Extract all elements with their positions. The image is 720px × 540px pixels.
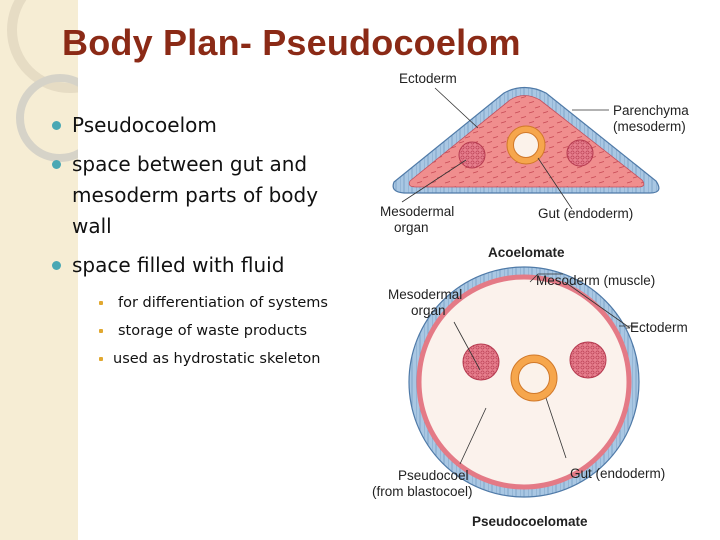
label-ectoderm: Ectoderm	[630, 320, 688, 335]
bullet-text: Pseudocoelom	[72, 113, 217, 137]
acoelomate-gut	[506, 125, 546, 165]
sub-bullet-item: storage of waste products	[52, 317, 362, 345]
acoelomate-diagram: Ectoderm Parenchyma (mesoderm) Mesoderma…	[380, 71, 689, 260]
caption-pseudocoelomate: Pseudocoelomate	[472, 514, 588, 529]
label-pseudocoel-origin: (from blastocoel)	[372, 484, 473, 499]
label-mesodermal-organ-2: organ	[411, 303, 446, 318]
label-gut: Gut (endoderm)	[570, 466, 665, 481]
pseudocoelomate-mesodermal-organ	[462, 341, 607, 381]
body-plan-diagram: Ectoderm Parenchyma (mesoderm) Mesoderma…	[372, 71, 689, 529]
pseudocoelomate-gut	[510, 354, 558, 402]
label-mesoderm-muscle: Mesoderm (muscle)	[536, 273, 655, 288]
label-parenchyma: Parenchyma	[613, 103, 689, 118]
label-mesodermal-organ-2: organ	[394, 220, 429, 235]
label-mesodermal-organ: Mesodermal	[380, 204, 454, 219]
label-pseudocoel: Pseudocoel	[398, 468, 469, 483]
bullet-list: Pseudocoelom space between gut and mesod…	[52, 110, 362, 373]
bullet-text: space between gut and mesoderm parts of …	[72, 152, 319, 238]
sub-bullet-item: used as hydrostatic skeleton	[52, 345, 362, 373]
pseudocoelomate-diagram: Mesodermal organ Mesoderm (muscle) Ectod…	[372, 266, 688, 529]
label-ectoderm: Ectoderm	[399, 71, 457, 86]
sub-bullet-text: storage of waste products	[118, 323, 308, 339]
acoelomate-leader-lines	[401, 87, 609, 210]
bullet-dot-icon	[52, 121, 61, 130]
sub-bullet-dot-icon	[99, 301, 103, 305]
sub-bullet-dot-icon	[99, 329, 103, 333]
bullet-dot-icon	[52, 261, 61, 270]
label-gut: Gut (endoderm)	[538, 206, 633, 221]
decorative-rings	[7, 0, 78, 162]
bullet-item: space between gut and mesoderm parts of …	[52, 149, 362, 242]
sub-bullet-item: for differentiation of systems	[52, 289, 362, 317]
sub-bullet-dot-icon	[99, 357, 103, 361]
bullet-item: space filled with fluid	[52, 250, 362, 281]
decorative-sidebar	[0, 0, 78, 540]
bullet-dot-icon	[52, 160, 61, 169]
bullet-item: Pseudocoelom	[52, 110, 362, 141]
sub-bullet-text: used as hydrostatic skeleton	[113, 351, 321, 367]
bullet-text: space filled with fluid	[72, 253, 285, 277]
label-mesodermal-organ: Mesodermal	[388, 287, 462, 302]
label-parenchyma-mesoderm: (mesoderm)	[613, 119, 686, 134]
caption-acoelomate: Acoelomate	[488, 245, 565, 260]
acoelomate-mesodermal-organ	[458, 139, 594, 169]
slide-title: Body Plan- Pseudocoelom	[62, 22, 521, 63]
pseudocoelomate-mesoderm-muscle	[416, 274, 632, 490]
sub-bullet-text: for differentiation of systems	[118, 295, 328, 311]
pseudocoelomate-leader-lines	[453, 273, 638, 465]
